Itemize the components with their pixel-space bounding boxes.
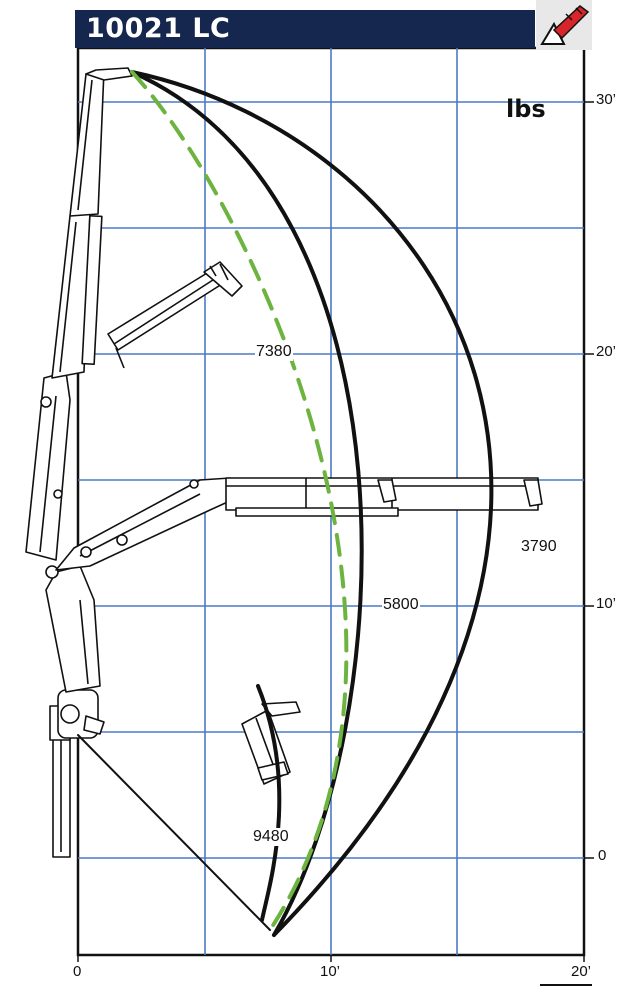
- y-tick-label: 20’: [596, 343, 617, 360]
- y-tick-label: 10’: [596, 595, 617, 612]
- x-tick-label: 10’: [320, 963, 341, 980]
- capacity-label-9480: 9480: [252, 828, 290, 846]
- range-curve-7380: [130, 70, 349, 932]
- crane-arm-icon: [536, 0, 592, 50]
- y-tick-label: 0: [598, 847, 607, 864]
- bottom-mark: [540, 984, 592, 995]
- range-curves: [77, 70, 494, 937]
- x-tick-label: 0: [73, 963, 82, 980]
- x-tick-label: 20’: [571, 963, 592, 980]
- reach-line: [77, 734, 271, 931]
- capacity-label-3790: 3790: [520, 538, 558, 556]
- unit-label: lbs: [506, 95, 546, 123]
- tick-marks: [77, 101, 594, 962]
- capacity-label-7380: 7380: [255, 343, 293, 361]
- capacity-label-5800: 5800: [382, 596, 420, 614]
- header-bar: [75, 10, 535, 48]
- crane-illustration: [25, 67, 543, 858]
- chart-title: 10021 LC: [86, 13, 231, 44]
- y-tick-label: 30’: [596, 91, 617, 108]
- range-curve-3790: [130, 70, 494, 937]
